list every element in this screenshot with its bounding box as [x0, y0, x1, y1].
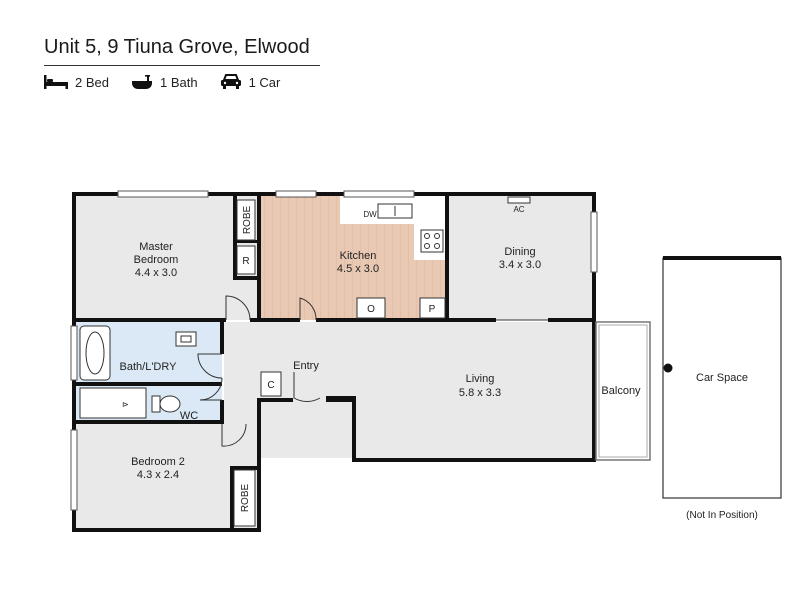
living-name: Living	[466, 373, 495, 385]
kitchen-name: Kitchen	[340, 250, 377, 262]
c-cupboard-label: C	[267, 380, 274, 391]
cooktop	[420, 229, 444, 253]
laundry-sink	[175, 331, 197, 347]
feature-bath-label: 1 Bath	[159, 74, 198, 90]
bathtub-icon	[131, 75, 152, 89]
dining-name: Dining	[504, 246, 535, 258]
car-icon	[220, 74, 241, 89]
wc-name: WC	[180, 410, 198, 422]
living-dims: 5.8 x 3.3	[459, 387, 501, 399]
title-divider	[44, 65, 320, 66]
r-cupboard	[236, 245, 256, 275]
room-labels: Master Bedroom 4.4 x 3.0 Kitchen 4.5 x 3…	[120, 241, 642, 481]
fixtures: ROBE R DW O P AC ⊳ C	[79, 196, 531, 527]
floor-areas	[76, 196, 596, 528]
entry-name: Entry	[293, 360, 319, 372]
feature-car: 1 Car	[220, 74, 281, 90]
feature-bed: 2 Bed	[44, 75, 109, 90]
bed-icon	[44, 75, 68, 89]
shower	[79, 387, 147, 419]
windows	[70, 190, 598, 511]
ac-unit	[507, 196, 531, 204]
property-title: Unit 5, 9 Tiuna Grove, Elwood	[44, 36, 310, 58]
robe-master	[236, 199, 256, 241]
feature-bath: 1 Bath	[131, 74, 198, 90]
toilet-cistern	[151, 395, 161, 413]
bedroom2-dims: 4.3 x 2.4	[137, 469, 179, 481]
oven	[356, 297, 386, 319]
robe-bedroom2	[233, 469, 256, 527]
bathtub	[79, 325, 111, 381]
c-cupboard	[260, 371, 282, 397]
master-bedroom-floor	[76, 196, 257, 320]
shower-drain-icon: ⊳	[122, 400, 129, 409]
robe-bedroom2-label: ROBE	[240, 484, 251, 513]
master-bedroom-name-1: Master	[139, 241, 173, 253]
pantry-label: P	[429, 304, 436, 315]
car-space-note: (Not In Position)	[686, 510, 758, 521]
property-features: 2 Bed 1 Bath 1 Car	[44, 74, 302, 90]
r-cupboard-label: R	[242, 256, 249, 267]
pantry	[419, 297, 446, 319]
oven-label: O	[367, 304, 375, 315]
bath-name: Bath/L'DRY	[120, 361, 178, 373]
dining-floor	[449, 196, 592, 320]
dw-label: DW	[363, 210, 377, 219]
ac-label: AC	[513, 205, 524, 214]
kitchen-dims: 4.5 x 3.0	[337, 263, 379, 275]
balcony	[595, 321, 651, 461]
bedroom2-name: Bedroom 2	[131, 456, 185, 468]
master-bedroom-dims: 4.4 x 3.0	[135, 267, 177, 279]
master-bedroom-name-2: Bedroom	[134, 254, 179, 266]
feature-bed-label: 2 Bed	[75, 74, 109, 90]
car-space-label: Car Space	[696, 372, 748, 384]
feature-car-label: 1 Car	[248, 74, 281, 90]
dining-dims: 3.4 x 3.0	[499, 259, 541, 271]
car-space: Car Space (Not In Position)	[662, 256, 782, 521]
robe-master-label: ROBE	[242, 206, 253, 235]
toilet-bowl	[159, 395, 181, 413]
living-floor	[224, 322, 596, 458]
bedroom2-floor	[76, 424, 257, 528]
balcony-name: Balcony	[601, 385, 641, 397]
